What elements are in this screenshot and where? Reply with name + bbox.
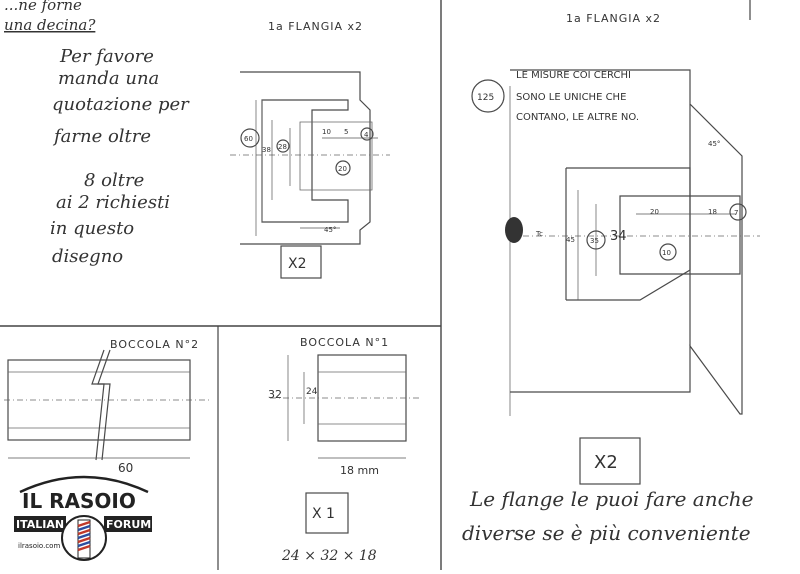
bush1-dim-18: 18 mm	[340, 464, 379, 477]
flange-right-dim-20: 20	[650, 208, 659, 216]
flange-left-title: 1a FLANGIA x2	[268, 20, 363, 33]
note-left-line3: quotazione per	[52, 94, 190, 115]
bush1-dim-32: 32	[268, 388, 282, 401]
note-left-line1: Per favore	[59, 46, 154, 67]
ink-blot	[505, 217, 523, 243]
bush2-title: BOCCOLA N°2	[110, 338, 199, 351]
bush1-size: 24 × 32 × 18	[281, 548, 377, 564]
flange-right-dim-10: 10	[662, 249, 671, 257]
bush1-qty: X 1	[312, 506, 335, 522]
note-left-line4: farne oltre	[52, 126, 151, 147]
note-left-line6: ai 2 richiesti	[56, 192, 170, 213]
logo-top-text: IL RASOIO	[22, 489, 136, 513]
flange-right-note-3: CONTANO, LE ALTRE NO.	[516, 112, 639, 123]
flange-right-drawing: 1a FLANGIA x2 125 LE MISURE COI CERCHI S…	[471, 12, 760, 485]
flange-right-title: 1a FLANGIA x2	[566, 12, 661, 25]
note-bottom-line1: Le flange le puoi fare anche	[469, 487, 754, 511]
flange-left-qty: X2	[288, 256, 307, 272]
flange-left-dim-60: 60	[244, 135, 253, 143]
flange-right-dim-45: 45	[566, 236, 575, 244]
note-bottom-line2: diverse se è più conveniente	[462, 521, 751, 545]
bush1-dim-24: 24	[306, 387, 318, 397]
note-left-line2: manda una	[58, 68, 159, 89]
note-left-line5: 8 oltre	[84, 170, 144, 191]
bush2-drawing: BOCCOLA N°2 60	[4, 338, 210, 475]
flange-left-dim-20: 20	[338, 165, 347, 173]
flange-left-dim-5: 5	[344, 128, 348, 136]
flange-right-dim-45deg: 45°	[708, 140, 720, 148]
flange-left-dim-28: 28	[278, 143, 287, 151]
flange-right-dim-34: 34	[610, 229, 627, 244]
note-top-line1: ...ne forne	[4, 0, 82, 14]
flange-left-dim-10: 10	[322, 128, 331, 136]
flange-right-note-1: LE MISURE COI CERCHI	[516, 70, 631, 81]
flange-right-dim-125: 125	[477, 93, 494, 103]
flange-right-note-2: SONO LE UNICHE CHE	[516, 92, 626, 103]
bush2-dim-60: 60	[118, 461, 133, 475]
flange-left-dim-38: 38	[262, 146, 271, 154]
bush1-drawing: BOCCOLA N°1 32 24 18 mm X 1 24 × 32 × 18	[268, 336, 420, 564]
flange-right-dim-7: 7	[734, 209, 738, 217]
ilrasoio-logo: IL RASOIO ITALIAN FORUM ilrasoio.com	[10, 472, 156, 568]
flange-left-dim-4: 4	[364, 131, 369, 139]
logo-url-text: ilrasoio.com	[18, 542, 60, 550]
note-left-line8: disegno	[52, 246, 123, 267]
note-top-line2: una decina?	[4, 16, 96, 34]
flange-right-dim-18: 18	[708, 208, 717, 216]
flange-right-dim-35: 35	[590, 237, 599, 245]
note-left-line7: in questo	[50, 218, 134, 239]
bush1-title: BOCCOLA N°1	[300, 336, 389, 349]
flange-left-drawing: 1a FLANGIA x2 60 38 28 20 10 5 4 45° X2	[230, 20, 390, 279]
logo-right-text: FORUM	[106, 518, 151, 531]
flange-right-qty: X2	[594, 452, 618, 473]
logo-left-text: ITALIAN	[16, 518, 64, 531]
flange-left-dim-45: 45°	[324, 226, 336, 234]
flange-right-dim-tc: Tc	[535, 230, 543, 238]
